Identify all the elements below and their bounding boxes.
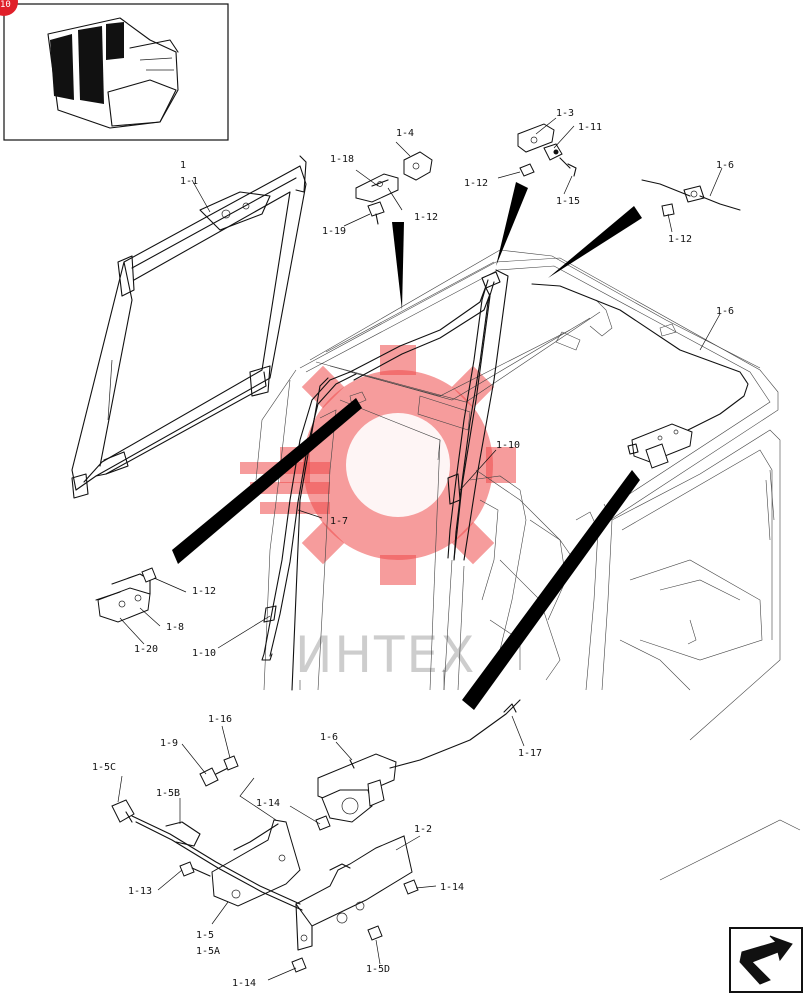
striker-1-18 (355, 173, 399, 203)
cable-1-6-upper (531, 179, 749, 431)
door-frame-1-1 (71, 155, 307, 499)
bolt-1-12-right (661, 203, 675, 217)
cab-body (255, 249, 801, 881)
callout-1-1: 1-1 (180, 176, 198, 187)
actuator-1-6 (317, 699, 521, 823)
callout-1-12-b: 1-12 (464, 178, 488, 189)
bolt-1-14-actuator (315, 815, 331, 831)
plate-1-20 (95, 591, 121, 601)
watermark-text: ИНТЕХ (295, 626, 476, 684)
callout-1-14-a: 1-14 (256, 798, 280, 809)
callout-1-18: 1-18 (330, 154, 354, 165)
rod-1-5A (131, 815, 303, 911)
fitting-1-11 (543, 143, 571, 169)
callout-1-4: 1-4 (396, 128, 414, 139)
bracket-1-3 (517, 123, 555, 153)
callout-1-14-c: 1-14 (232, 978, 256, 989)
bolt-1-15 (567, 163, 577, 177)
svg-text:10: 10 (0, 0, 11, 10)
nut-1-16 (223, 755, 239, 771)
callout-1-12-d: 1-12 (192, 586, 216, 597)
callout-1-16: 1-16 (208, 714, 232, 725)
callout-1-5: 1-5 (196, 930, 214, 941)
hinge-bracket-1-4 (403, 151, 433, 181)
cab-overview-thumbnail (3, 3, 229, 141)
callout-1-6-b: 1-6 (716, 306, 734, 317)
lever-bracket-1-5 (211, 819, 301, 907)
callout-1-7: 1-7 (330, 516, 348, 527)
callout-1-6-a: 1-6 (716, 160, 734, 171)
callout-1-2: 1-2 (414, 824, 432, 835)
bolt-1-13 (179, 861, 211, 877)
bolt-1-12-top (519, 163, 535, 177)
callout-1-6-c: 1-6 (320, 732, 338, 743)
leader-lines (117, 117, 723, 981)
nut-1-5D (367, 925, 383, 941)
callout-1-11: 1-11 (578, 122, 602, 133)
bolt-1-19 (367, 201, 385, 225)
mount-bracket-1-2 (295, 835, 413, 951)
bolt-1-14-right (403, 879, 419, 895)
callout-1-20: 1-20 (134, 644, 158, 655)
callout-1-5B: 1-5B (156, 788, 180, 799)
door-lock-latch (627, 423, 693, 469)
callout-labels: 1 1-1 1-4 1-18 1-12 1-19 1-3 1-11 1-12 1… (92, 108, 734, 989)
next-page-arrow-icon[interactable] (729, 927, 803, 993)
bolt-1-9 (199, 767, 229, 787)
callout-1-15: 1-15 (556, 196, 580, 207)
callout-1-9: 1-9 (160, 738, 178, 749)
callout-1-10-b: 1-10 (192, 648, 216, 659)
callout-1-5C: 1-5C (92, 762, 116, 773)
callout-1-5D: 1-5D (366, 964, 390, 975)
catch-1-8 (97, 573, 151, 623)
callout-1-13: 1-13 (128, 886, 152, 897)
callout-1-17: 1-17 (518, 748, 542, 759)
callout-1-12-c: 1-12 (668, 234, 692, 245)
callout-1: 1 (180, 160, 186, 171)
callout-1-19: 1-19 (322, 226, 346, 237)
bolt-1-12-lower (141, 567, 157, 583)
pointer-wedges (172, 182, 642, 710)
callout-1-14-b: 1-14 (440, 882, 464, 893)
callout-1-5A: 1-5A (196, 946, 220, 957)
bumper-1-5C (111, 799, 135, 823)
callout-1-12-a: 1-12 (414, 212, 438, 223)
callout-1-10-a: 1-10 (496, 440, 520, 451)
bolt-1-14-bottom (291, 957, 307, 973)
weatherstrip-1-7 (261, 285, 491, 661)
callout-1-3: 1-3 (556, 108, 574, 119)
callout-1-8: 1-8 (166, 622, 184, 633)
spring-1-5B (165, 821, 201, 847)
weatherstrip-1-10 (447, 271, 501, 561)
page-badge: 10 (0, 0, 18, 16)
